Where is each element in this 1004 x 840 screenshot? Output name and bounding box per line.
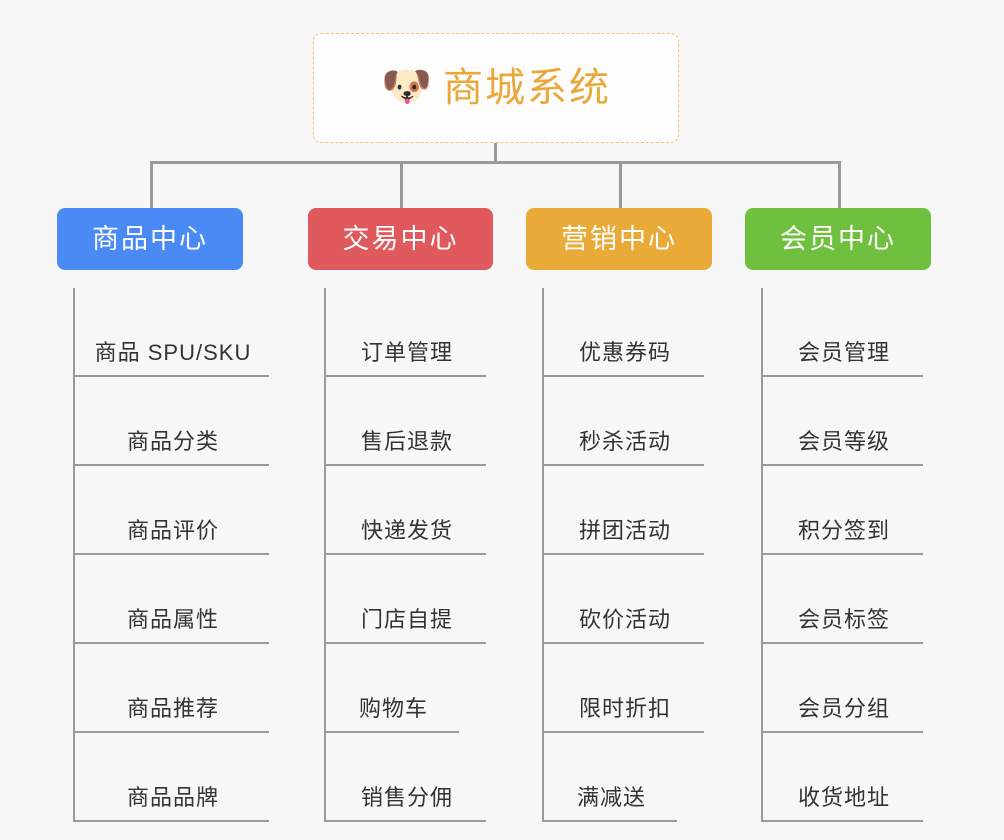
connector-root-stem [494, 143, 497, 163]
leaf-list-4: 会员管理 会员等级 积分签到 会员标签 会员分组 收货地址 [745, 288, 931, 822]
leaf-label: 会员等级 [797, 429, 890, 454]
leaf-item[interactable]: 售后退款 [326, 377, 486, 466]
leaf-item[interactable]: 订单管理 [326, 288, 486, 377]
root-node[interactable]: 🐶 商城系统 [313, 33, 679, 143]
leaf-spine-3 [542, 288, 544, 822]
leaf-label: 商品评价 [126, 518, 219, 543]
category-header-3[interactable]: 营销中心 [526, 208, 712, 270]
category-column-2: 交易中心 订单管理 售后退款 快递发货 门店自提 购物车 销售分佣 [308, 208, 493, 822]
category-label: 商品中心 [92, 223, 208, 254]
leaf-item[interactable]: 商品分类 [75, 377, 269, 466]
leaf-item[interactable]: 门店自提 [326, 555, 486, 644]
leaf-label: 积分签到 [797, 518, 890, 543]
leaf-list-2: 订单管理 售后退款 快递发货 门店自提 购物车 销售分佣 [308, 288, 493, 822]
connector-horizontal-bus [150, 161, 840, 164]
leaf-label: 订单管理 [360, 340, 453, 365]
leaf-spine-1 [73, 288, 75, 822]
leaf-label: 会员管理 [797, 340, 890, 365]
leaf-item[interactable]: 限时折扣 [544, 644, 704, 733]
leaf-item[interactable]: 商品属性 [75, 555, 269, 644]
leaf-label: 拼团活动 [578, 518, 671, 543]
root-title: 商城系统 [443, 66, 611, 110]
leaf-item[interactable]: 会员等级 [763, 377, 923, 466]
leaf-item[interactable]: 会员分组 [763, 644, 923, 733]
leaf-label: 满减送 [576, 785, 646, 810]
leaf-item[interactable]: 商品 SPU/SKU [75, 288, 269, 377]
leaf-item[interactable]: 商品评价 [75, 466, 269, 555]
leaf-label: 收货地址 [797, 785, 890, 810]
leaf-item[interactable]: 收货地址 [763, 733, 923, 822]
leaf-item[interactable]: 快递发货 [326, 466, 486, 555]
dog-face-icon: 🐶 [381, 63, 433, 109]
connector-drop-2 [400, 161, 403, 208]
category-label: 营销中心 [561, 223, 677, 254]
connector-drop-1 [150, 161, 153, 208]
leaf-item[interactable]: 会员管理 [763, 288, 923, 377]
leaf-label: 购物车 [358, 696, 428, 721]
leaf-item[interactable]: 满减送 [544, 733, 677, 822]
leaf-item[interactable]: 商品推荐 [75, 644, 269, 733]
leaf-item[interactable]: 商品品牌 [75, 733, 269, 822]
leaf-label: 秒杀活动 [578, 429, 671, 454]
leaf-label: 优惠券码 [578, 340, 671, 365]
leaf-spine-2 [324, 288, 326, 822]
leaf-item[interactable]: 销售分佣 [326, 733, 486, 822]
connector-drop-4 [838, 161, 841, 208]
category-header-4[interactable]: 会员中心 [745, 208, 931, 270]
leaf-item[interactable]: 购物车 [326, 644, 459, 733]
leaf-spine-4 [761, 288, 763, 822]
leaf-label: 会员分组 [797, 696, 890, 721]
leaf-item[interactable]: 积分签到 [763, 466, 923, 555]
leaf-item[interactable]: 秒杀活动 [544, 377, 704, 466]
leaf-label: 商品推荐 [126, 696, 219, 721]
category-header-1[interactable]: 商品中心 [57, 208, 243, 270]
leaf-label: 商品 SPU/SKU [94, 340, 252, 365]
category-header-2[interactable]: 交易中心 [308, 208, 493, 270]
leaf-label: 销售分佣 [360, 785, 453, 810]
leaf-list-3: 优惠券码 秒杀活动 拼团活动 砍价活动 限时折扣 满减送 [526, 288, 712, 822]
leaf-label: 限时折扣 [578, 696, 671, 721]
leaf-label: 会员标签 [797, 607, 890, 632]
leaf-list-1: 商品 SPU/SKU 商品分类 商品评价 商品属性 商品推荐 商品品牌 [57, 288, 269, 822]
leaf-label: 售后退款 [360, 429, 453, 454]
connector-drop-3 [619, 161, 622, 208]
leaf-label: 快递发货 [360, 518, 453, 543]
leaf-label: 商品品牌 [126, 785, 219, 810]
category-label: 交易中心 [342, 223, 459, 254]
category-column-4: 会员中心 会员管理 会员等级 积分签到 会员标签 会员分组 收货地址 [745, 208, 931, 822]
category-label: 会员中心 [780, 223, 896, 254]
leaf-item[interactable]: 拼团活动 [544, 466, 704, 555]
category-column-3: 营销中心 优惠券码 秒杀活动 拼团活动 砍价活动 限时折扣 满减送 [526, 208, 712, 822]
leaf-label: 门店自提 [360, 607, 453, 632]
leaf-label: 商品分类 [126, 429, 219, 454]
leaf-item[interactable]: 优惠券码 [544, 288, 704, 377]
leaf-label: 砍价活动 [578, 607, 671, 632]
leaf-label: 商品属性 [126, 607, 219, 632]
leaf-item[interactable]: 会员标签 [763, 555, 923, 644]
leaf-item[interactable]: 砍价活动 [544, 555, 704, 644]
category-column-1: 商品中心 商品 SPU/SKU 商品分类 商品评价 商品属性 商品推荐 商品品牌 [57, 208, 269, 822]
